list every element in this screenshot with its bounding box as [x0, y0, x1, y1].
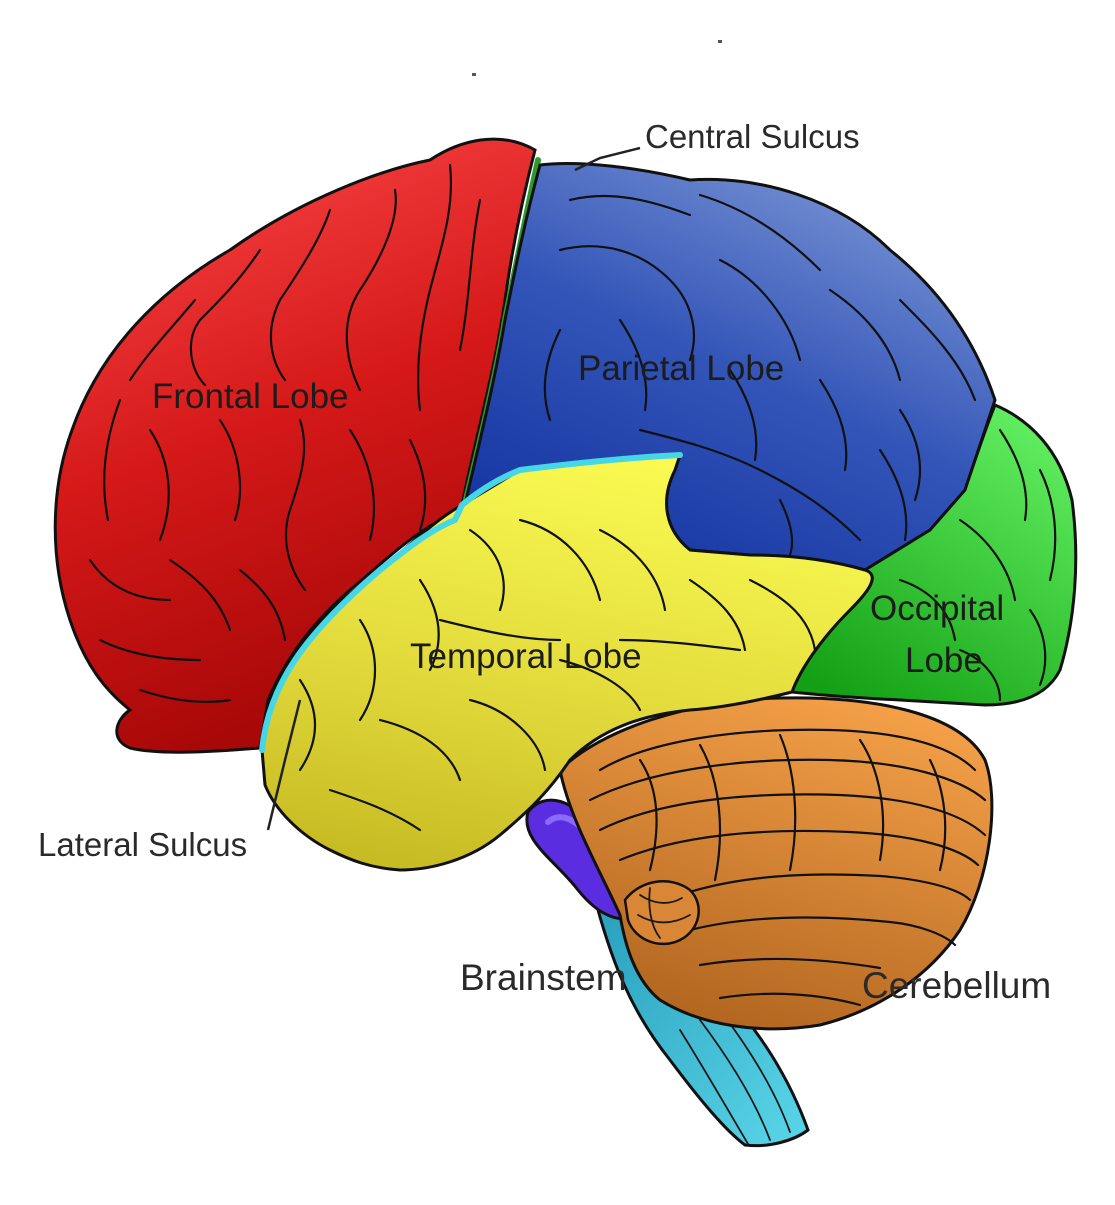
parietal-lobe-label: Parietal Lobe	[578, 349, 784, 388]
cerebellum-label: Cerebellum	[862, 965, 1051, 1006]
central-sulcus-label: Central Sulcus	[645, 118, 860, 155]
central-sulcus-leader	[574, 146, 641, 172]
occipital-lobe-label-line1: Occipital	[870, 589, 1004, 628]
frontal-lobe-region	[53, 137, 537, 754]
parietal-lobe-region	[463, 162, 997, 572]
occipital-lobe-label-line2: Lobe	[905, 641, 983, 680]
brainstem-label: Brainstem	[460, 957, 627, 998]
temporal-lobe-label: Temporal Lobe	[410, 637, 642, 676]
temporal-lobe-region	[260, 453, 874, 872]
cerebellum-region	[558, 696, 994, 1031]
speck	[718, 40, 722, 43]
lateral-sulcus-leader	[266, 699, 302, 831]
frontal-lobe-label: Frontal Lobe	[152, 377, 349, 416]
lateral-sulcus-line	[259, 452, 683, 753]
speck	[472, 73, 476, 76]
lateral-sulcus-label: Lateral Sulcus	[38, 826, 247, 863]
